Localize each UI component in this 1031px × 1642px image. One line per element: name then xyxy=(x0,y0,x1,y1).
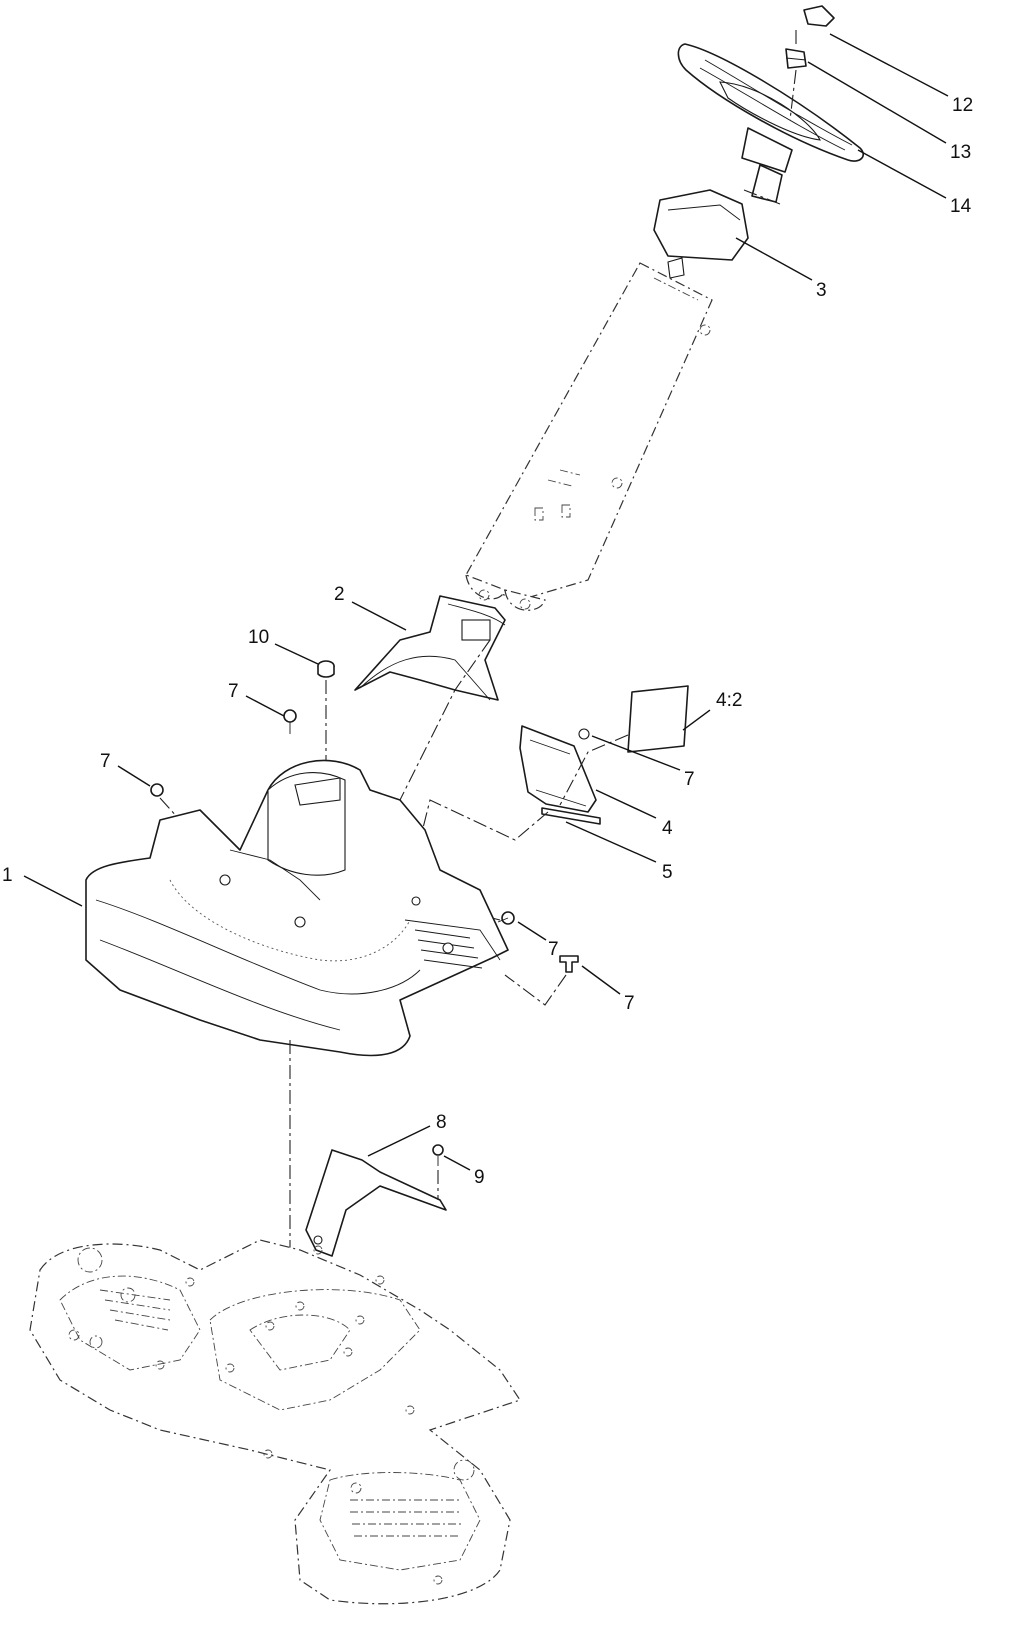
callout-5: 5 xyxy=(662,862,673,883)
steering-wheel xyxy=(677,43,864,203)
steering-column-phantom xyxy=(465,262,713,611)
callout-3: 3 xyxy=(816,280,827,301)
callout-9: 9 xyxy=(474,1167,485,1188)
bolt xyxy=(150,783,164,797)
callout-7: 7 xyxy=(228,681,239,702)
bolt xyxy=(283,709,297,734)
column-shroud xyxy=(354,595,506,701)
console-housing xyxy=(85,759,509,1057)
callout-7: 7 xyxy=(100,751,111,772)
bolt-nine xyxy=(432,1144,444,1166)
mount-bracket xyxy=(305,1149,447,1257)
callout-13: 13 xyxy=(950,142,971,163)
steering-wheel-cap xyxy=(803,5,835,27)
callout-1: 1 xyxy=(2,865,13,886)
callout-14: 14 xyxy=(950,196,972,217)
frame-phantom xyxy=(29,1239,521,1605)
callout-12: 12 xyxy=(952,95,973,116)
pin xyxy=(541,807,601,825)
steering-cover xyxy=(653,189,749,279)
callout-7: 7 xyxy=(624,993,635,1014)
callout-4-2: 4:2 xyxy=(716,690,742,711)
bracket xyxy=(519,725,597,813)
callout-10: 10 xyxy=(248,627,269,648)
callout-7: 7 xyxy=(548,939,559,960)
bolt xyxy=(497,911,515,925)
steering-wheel-nut xyxy=(785,48,807,69)
decal xyxy=(627,685,689,753)
callout-2: 2 xyxy=(334,584,345,605)
plug xyxy=(317,660,335,678)
callout-4: 4 xyxy=(662,818,673,839)
leader-lines xyxy=(23,33,949,1171)
bolt xyxy=(559,955,579,973)
callout-7: 7 xyxy=(684,769,695,790)
callout-8: 8 xyxy=(436,1112,447,1133)
